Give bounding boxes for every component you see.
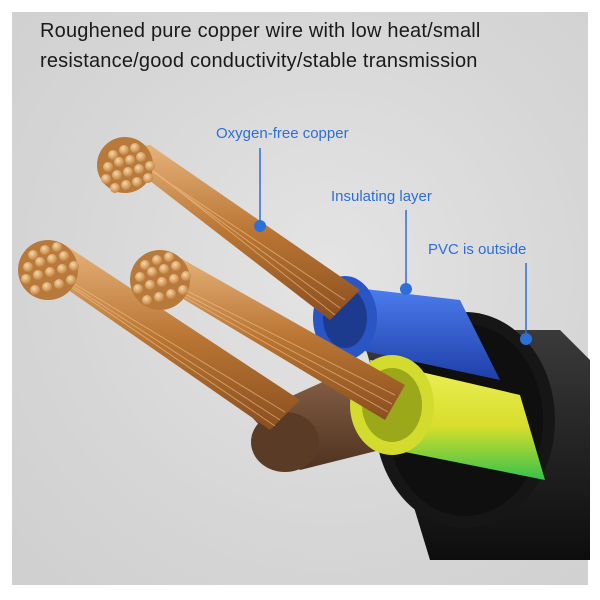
callout-label-insulation: Insulating layer: [331, 188, 432, 205]
headline: Roughened pure copper wire with low heat…: [40, 16, 580, 76]
callout-leader-insulation: [400, 210, 412, 295]
headline-line-1: Roughened pure copper wire with low heat…: [40, 20, 481, 42]
strand-ends-middle: [133, 252, 191, 305]
strand-ends-top: [101, 143, 155, 193]
callout-label-copper: Oxygen-free copper: [216, 125, 349, 142]
callout-label-pvc: PVC is outside: [428, 241, 527, 258]
headline-line-2: resistance/good conductivity/stable tran…: [40, 50, 478, 72]
callout-leader-pvc: [520, 263, 532, 345]
callout-leader-copper: [254, 148, 266, 232]
strand-ends-left: [21, 242, 79, 295]
